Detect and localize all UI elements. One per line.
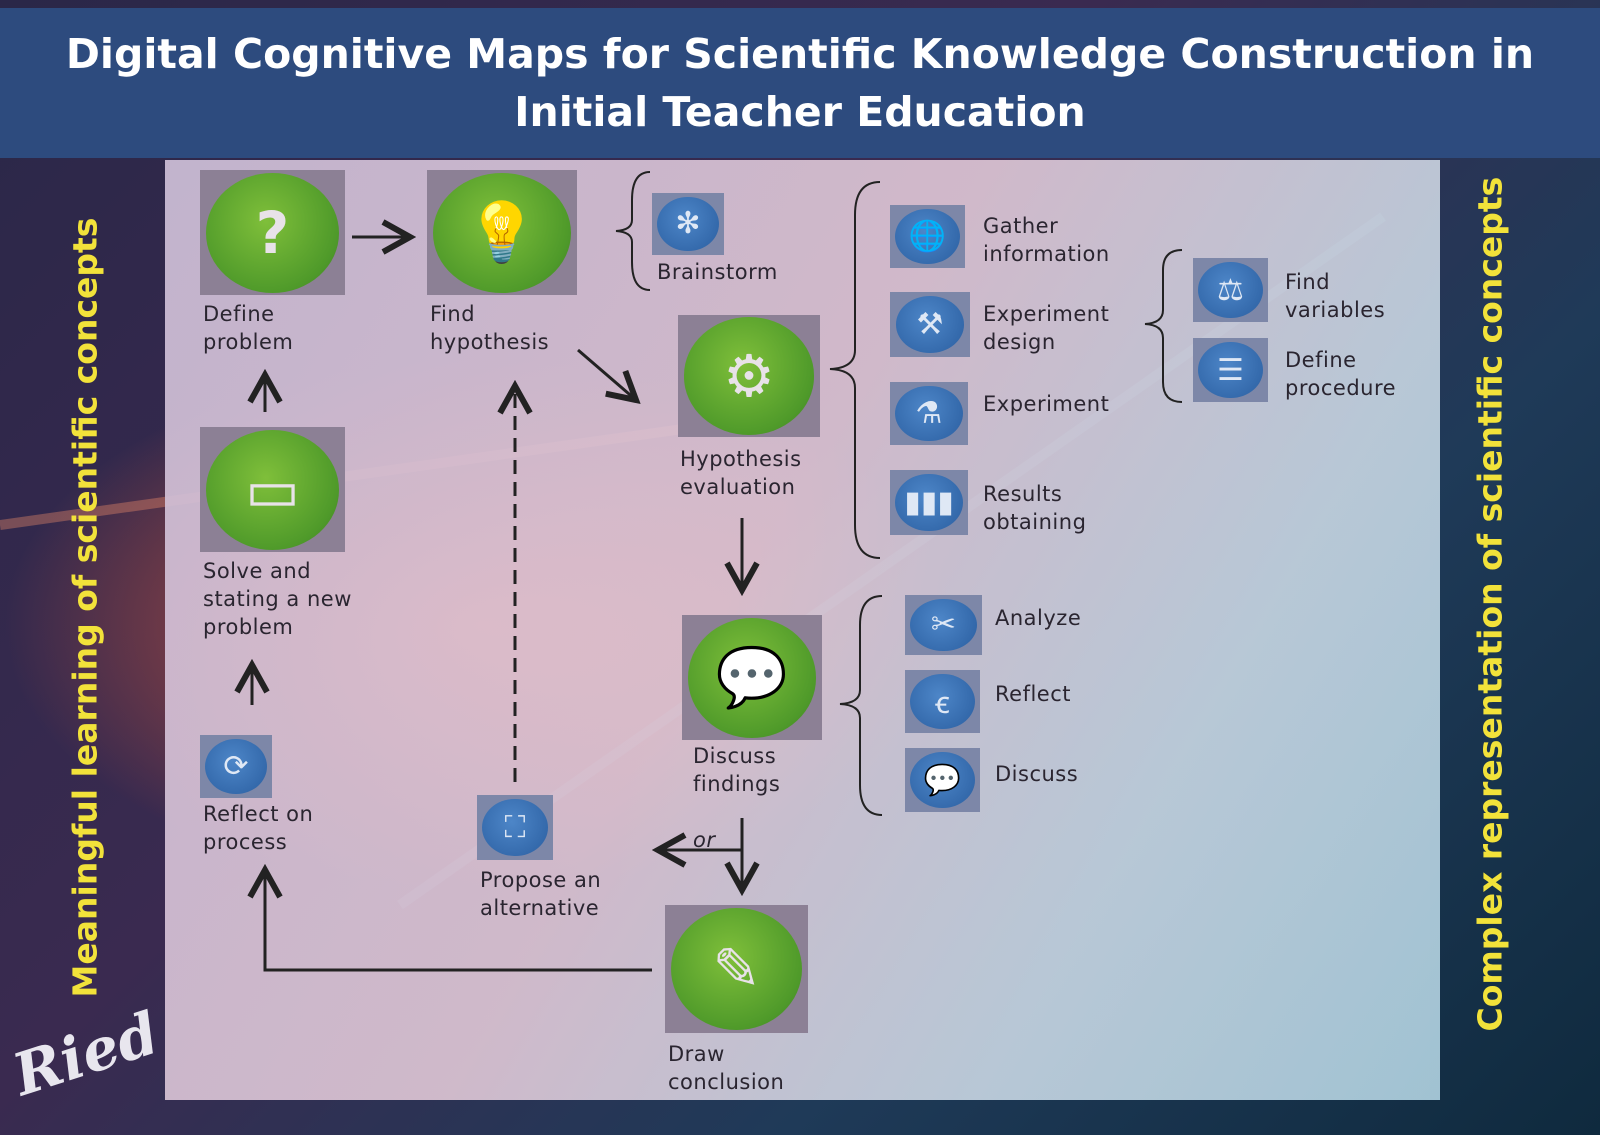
- node-discuss-findings: Discuss findings: [693, 744, 781, 796]
- node-find-variables: Find variables: [1285, 270, 1386, 322]
- brace-brainstorm: [615, 171, 651, 291]
- tools-icon: ✂: [905, 595, 982, 655]
- node-discuss: Discuss: [995, 762, 1079, 786]
- node-results-obtaining: Results obtaining: [983, 482, 1087, 534]
- arrow-hypothesis-to-evaluation: [577, 348, 636, 400]
- document-gears-icon: ⚙: [678, 315, 820, 437]
- or-label: or: [693, 828, 716, 852]
- node-experiment-design: Experiment design: [983, 302, 1110, 354]
- pencil-icon: ✎: [665, 905, 808, 1033]
- arrow-conclusion-to-reflect: [265, 870, 652, 972]
- head-lightbulb-icon: 💡: [427, 170, 577, 295]
- node-find-hypothesis: Find hypothesis: [430, 302, 550, 354]
- balance-scale-icon: ⚖: [1193, 258, 1268, 322]
- hierarchy-icon: ⛶: [477, 795, 553, 860]
- page-title: Digital Cognitive Maps for Scientific Kn…: [0, 8, 1600, 158]
- reflect-swirl-icon: ꞓ: [905, 670, 980, 733]
- node-reflect-on-process: Reflect on process: [203, 802, 314, 854]
- brainstorm-network-icon: ✻: [652, 193, 724, 255]
- node-hypothesis-evaluation: Hypothesis evaluation: [680, 447, 802, 499]
- globe-search-icon: 🌐: [890, 205, 965, 268]
- node-experiment: Experiment: [983, 392, 1110, 416]
- node-draw-conclusion: Draw conclusion: [668, 1042, 785, 1094]
- teacher-board-icon: ▭: [200, 427, 345, 552]
- node-define-problem: Define problem: [203, 302, 294, 354]
- node-brainstorm: Brainstorm: [657, 260, 778, 284]
- brace-experiment-design: [1144, 249, 1183, 403]
- node-define-procedure: Define procedure: [1285, 348, 1397, 400]
- brace-evaluation: [829, 181, 881, 559]
- question-loop-icon: ?: [200, 170, 345, 295]
- node-analyze: Analyze: [995, 606, 1082, 630]
- chat-bubbles-icon: 💬: [905, 748, 980, 812]
- flask-icon: ⚗: [890, 382, 968, 445]
- node-reflect: Reflect: [995, 682, 1071, 706]
- speech-bubble-icon: ☰: [1193, 338, 1268, 402]
- node-solve-new-problem: Solve and stating a new problem: [203, 559, 352, 639]
- brace-discuss: [839, 595, 883, 816]
- bar-chart-icon: ▮▮▮: [890, 470, 968, 535]
- discussion-bubbles-icon: 💬: [682, 615, 822, 740]
- node-gather-information: Gather information: [983, 214, 1110, 266]
- node-propose-alternative: Propose an alternative: [480, 868, 602, 920]
- hammer-icon: ⚒: [890, 292, 970, 357]
- refresh-cycle-icon: ⟳: [200, 735, 272, 798]
